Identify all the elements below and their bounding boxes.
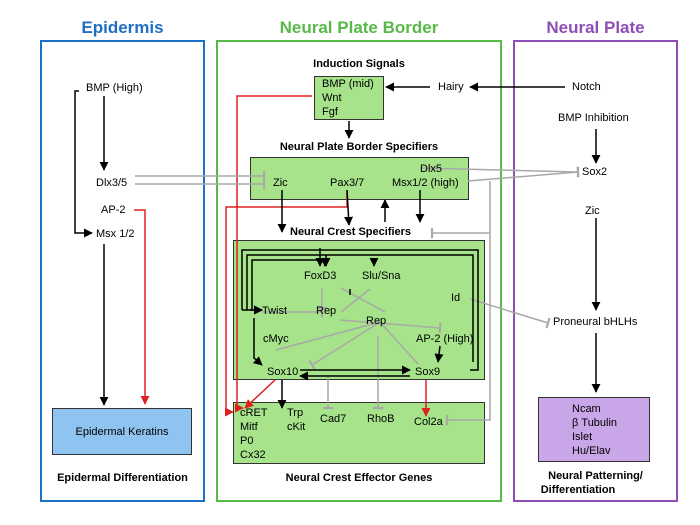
pax-to-effectors-red-arrow — [224, 190, 348, 417]
effector-cret: cRET — [240, 407, 268, 419]
ap2-label: AP-2 — [101, 204, 126, 216]
effector-mitf: Mitf — [240, 421, 258, 433]
neural-plate-border-panel — [216, 40, 502, 502]
ap2-high-label: AP-2 (High) — [416, 333, 474, 345]
neural-plate-border-title: Neural Plate Border — [279, 18, 439, 37]
zic-np-label: Zic — [585, 205, 600, 217]
effector-ckit: cKit — [287, 421, 306, 433]
npb-specifiers-box — [250, 157, 469, 200]
effector-cx32: Cx32 — [240, 449, 266, 461]
epidermis-title: Epidermis — [81, 18, 164, 37]
sox9-label: Sox9 — [415, 366, 441, 378]
marker-hu-elav: Hu/Elav — [572, 445, 611, 457]
epidermal-keratins-box — [52, 408, 192, 455]
slu-sna-label: Slu/Sna — [362, 270, 401, 282]
induction-arrows — [344, 82, 565, 139]
msx12-high-label: Msx1/2 (high) — [392, 177, 459, 189]
dlx5-label: Dlx5 — [420, 163, 443, 175]
epidermal-differentiation-label: Epidermal Differentiation — [57, 472, 188, 484]
rep-1-label: Rep — [316, 305, 337, 317]
bmp-to-effectors-red-arrow — [234, 95, 312, 413]
sox10-label: Sox10 — [267, 366, 299, 378]
neural-markers-box — [538, 397, 650, 462]
cmyc-label: cMyc — [263, 333, 289, 345]
notch-label: Notch — [572, 81, 601, 93]
proneural-bhlhs-label: Proneural bHLHs — [553, 316, 638, 328]
id-label: Id — [451, 292, 461, 304]
repression-lines — [135, 166, 580, 426]
pax37-label: Pax3/7 — [330, 177, 365, 189]
induction-signals-title: Induction Signals — [313, 58, 405, 70]
zic-npb-label: Zic — [273, 177, 288, 189]
induction-wnt: Wnt — [322, 92, 342, 104]
effector-trp: Trp — [287, 407, 304, 419]
marker-islet: Islet — [572, 431, 593, 443]
sox10-to-cret-red-arrow — [244, 379, 276, 409]
effector-genes-box — [233, 402, 485, 464]
msx12-epidermis-label: Msx 1/2 — [96, 228, 135, 240]
marker-beta-tubulin: β Tubulin — [572, 417, 618, 429]
effector-p0: P0 — [240, 435, 254, 447]
induction-bmp-mid: BMP (mid) — [322, 78, 374, 90]
foxd3-label: FoxD3 — [304, 270, 337, 282]
bmp-inhibition-label: BMP Inhibition — [558, 112, 629, 124]
bmp-high-label: BMP (High) — [86, 82, 143, 94]
specifier-arrows — [277, 189, 425, 233]
epidermis-arrows — [74, 90, 109, 406]
rep-2-label: Rep — [366, 315, 387, 327]
neural-plate-panel — [513, 40, 678, 502]
hairy-label: Hairy — [438, 81, 464, 93]
effector-cad7: Cad7 — [320, 413, 347, 425]
effector-rhob: RhoB — [367, 413, 395, 425]
ap2-to-keratins-arrow — [134, 209, 150, 405]
twist-label: Twist — [262, 305, 288, 317]
induction-signals-box — [314, 76, 384, 120]
sox2-label: Sox2 — [582, 166, 608, 178]
npb-specifiers-title: Neural Plate Border Specifiers — [279, 141, 439, 153]
neural-patterning-title-2: Differentiation — [540, 484, 616, 496]
neural-crest-specifiers-title: Neural Crest Specifiers — [290, 226, 412, 238]
nc-specifier-arrows — [241, 248, 479, 409]
epidermis-panel — [40, 40, 205, 502]
epidermal-keratins-label: Epidermal Keratins — [75, 426, 169, 438]
effector-genes-title: Neural Crest Effector Genes — [285, 472, 433, 484]
effector-col2a: Col2a — [414, 416, 443, 428]
induction-fgf: Fgf — [322, 106, 338, 118]
marker-ncam: Ncam — [572, 403, 601, 415]
neural-patterning-title-1: Neural Patterning/ — [548, 470, 643, 482]
dlx35-label: Dlx3/5 — [96, 177, 128, 189]
neural-plate-title: Neural Plate — [546, 18, 645, 37]
